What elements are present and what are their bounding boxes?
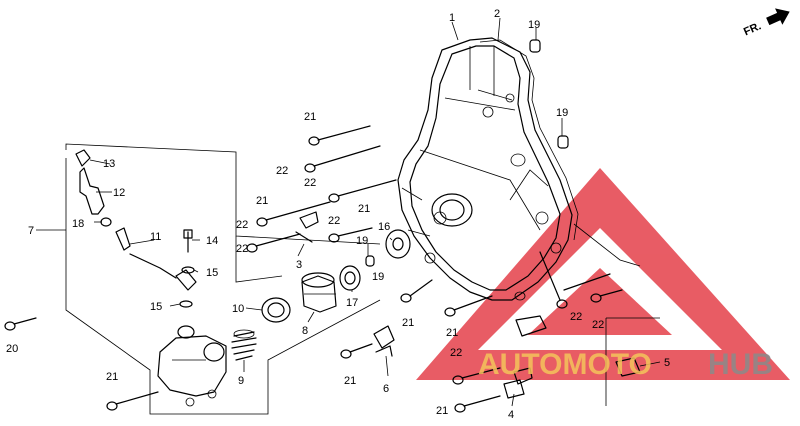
callout-10: 10	[232, 303, 244, 315]
left-crankcase-cover	[397, 37, 573, 301]
callout-22: 22	[304, 177, 316, 189]
callout-22: 22	[236, 219, 248, 231]
bearing-17	[339, 265, 361, 291]
callout-21: 21	[402, 317, 414, 329]
pin-19	[365, 255, 375, 267]
callout-17: 17	[346, 297, 358, 309]
callout-22: 22	[328, 215, 340, 227]
callout-21: 21	[446, 327, 458, 339]
callout-3: 3	[296, 259, 302, 271]
slave-piston	[301, 272, 337, 313]
callout-15: 15	[206, 267, 218, 279]
slave-cylinder-body	[157, 325, 227, 407]
cover-gasket	[479, 39, 579, 241]
callout-6: 6	[383, 383, 389, 395]
callout-19: 19	[528, 19, 540, 31]
callout-8: 8	[302, 325, 308, 337]
callout-18: 18	[72, 218, 84, 230]
callout-19: 19	[372, 271, 384, 283]
callout-13: 13	[103, 158, 115, 170]
bleeder-assembly	[75, 149, 197, 308]
callout-2: 2	[494, 8, 500, 20]
callout-21: 21	[358, 203, 370, 215]
callout-numbers: 1 2 19 19 21 22 22 21 22 22 21 22 13 12 …	[6, 8, 670, 421]
callout-14: 14	[206, 235, 218, 247]
callout-5: 5	[664, 357, 670, 369]
callout-19: 19	[356, 235, 368, 247]
callout-21: 21	[436, 405, 448, 417]
group-frames	[36, 143, 660, 415]
front-label: FR.	[742, 20, 763, 38]
callout-22: 22	[276, 165, 288, 177]
wire-clamp-bracket	[295, 211, 319, 243]
return-spring	[231, 329, 257, 361]
front-direction-indicator: FR.	[742, 8, 790, 38]
callout-9: 9	[238, 375, 244, 387]
callout-11: 11	[150, 231, 161, 243]
watermark-brand: AUTOMOTO HUB	[478, 348, 773, 381]
callout-19: 19	[556, 107, 568, 119]
callout-21: 21	[344, 375, 356, 387]
watermark-text-left: AUTOMOTO	[478, 348, 652, 381]
callout-21: 21	[106, 371, 118, 383]
callout-1: 1	[449, 12, 455, 24]
callout-22: 22	[450, 347, 462, 359]
leader-lines	[89, 17, 661, 407]
callout-21: 21	[256, 195, 268, 207]
dowel-pin-top	[529, 39, 541, 53]
piston-seal	[261, 297, 291, 323]
cover-bolts	[246, 125, 397, 253]
clamp-parts-lower	[4, 251, 641, 413]
callout-7: 7	[28, 225, 34, 237]
callout-21: 21	[304, 111, 316, 123]
callout-20: 20	[6, 343, 18, 355]
bearing-16	[385, 229, 411, 259]
watermark-text-right: HUB	[708, 348, 773, 381]
callout-15: 15	[150, 301, 162, 313]
dowel-pin-middle	[557, 135, 569, 149]
callout-22: 22	[570, 311, 582, 323]
arrow-right-icon	[766, 8, 790, 26]
callout-4: 4	[508, 409, 514, 421]
callout-22: 22	[592, 319, 604, 331]
callout-16: 16	[378, 221, 390, 233]
callout-22: 22	[236, 243, 248, 255]
callout-12: 12	[113, 187, 125, 199]
